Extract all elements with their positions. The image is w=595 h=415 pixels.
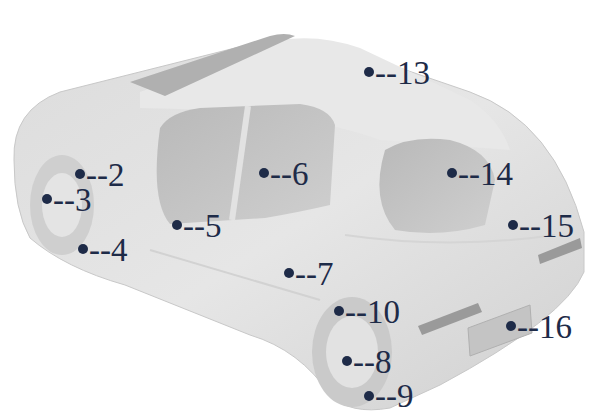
callout-dot: [259, 168, 269, 178]
callout-dot: [172, 220, 182, 230]
callout-number: --9: [375, 380, 413, 413]
callout-number: --4: [89, 234, 127, 267]
callout-dot: [342, 356, 352, 366]
callout-dot: [284, 268, 294, 278]
callout-number: --13: [375, 57, 430, 90]
callout-number: --16: [517, 311, 572, 344]
callout-dot: [364, 67, 374, 77]
callout-number: --8: [353, 346, 391, 379]
callout-number: --15: [519, 210, 574, 243]
callout-dot: [447, 168, 457, 178]
callout-number: --3: [53, 184, 91, 217]
callout-number: --10: [345, 296, 400, 329]
callout-number: --7: [295, 258, 333, 291]
callout-dot: [78, 244, 88, 254]
callout-number: --14: [458, 158, 513, 191]
callout-dot: [364, 391, 374, 401]
callout-dot: [75, 169, 85, 179]
callout-number: --5: [183, 210, 221, 243]
callout-dot: [334, 306, 344, 316]
callout-dot: [508, 220, 518, 230]
callout-dot: [42, 194, 52, 204]
callout-number: --2: [86, 159, 124, 192]
callout-dot: [506, 321, 516, 331]
callout-number: --6: [270, 158, 308, 191]
